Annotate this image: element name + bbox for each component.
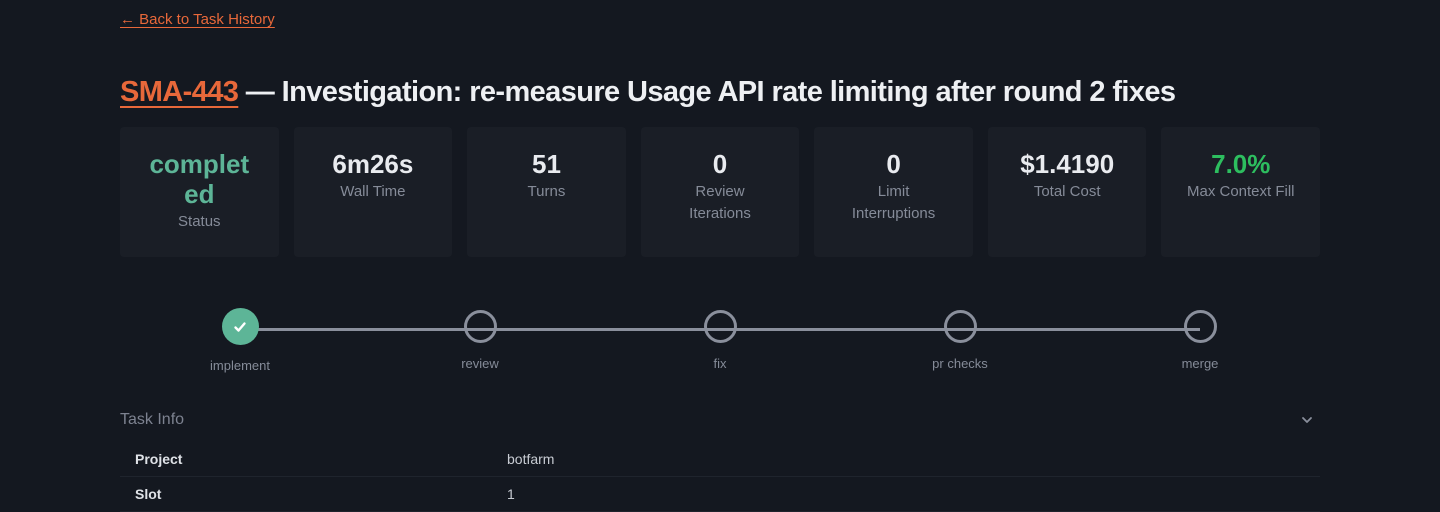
stat-label: Turns xyxy=(527,183,566,200)
step-review: review xyxy=(420,310,540,371)
stats-row: completed Status 6m26s Wall Time 51 Turn… xyxy=(120,127,1321,257)
step-fix: fix xyxy=(660,310,780,371)
title-separator: — xyxy=(238,76,282,108)
stat-card-wall-time: 6m26s Wall Time xyxy=(293,127,453,257)
stat-label: Review Iterations xyxy=(689,183,751,222)
limit-interruptions-value: 0 xyxy=(886,149,901,179)
table-row: Project botfarm xyxy=(120,442,1320,477)
step-circle-pending xyxy=(703,310,737,343)
info-key: Slot xyxy=(135,486,162,502)
step-label: pr checks xyxy=(932,356,988,371)
step-label: fix xyxy=(713,356,727,371)
stat-card-status: completed Status xyxy=(120,127,279,257)
stat-label: Total Cost xyxy=(1033,183,1101,200)
stat-card-limit-interruptions: 0 Limit Interruptions xyxy=(814,127,973,257)
task-info-title: Task Info xyxy=(120,411,185,428)
stat-card-total-cost: $1.4190 Total Cost xyxy=(987,127,1147,257)
step-circle-done xyxy=(221,308,259,345)
task-info-header[interactable]: Task Info xyxy=(120,408,1320,432)
status-value: completed xyxy=(149,149,250,209)
info-value: 1 xyxy=(507,486,515,502)
max-context-fill-value: 7.0% xyxy=(1211,149,1271,179)
step-label: implement xyxy=(210,358,270,373)
turns-value: 51 xyxy=(531,149,561,179)
review-iterations-value: 0 xyxy=(712,149,728,179)
task-info-table: Project botfarm Slot 1 xyxy=(120,442,1320,512)
step-circle-pending xyxy=(1183,310,1217,343)
pipeline-stepper: implement review fix pr checks merge xyxy=(120,308,1320,380)
step-label: merge xyxy=(1181,356,1219,371)
stat-label: Wall Time xyxy=(340,183,406,200)
stat-label: Limit Interruptions xyxy=(851,183,936,222)
step-label: review xyxy=(461,356,499,371)
info-key: Project xyxy=(135,451,183,467)
step-circle-pending xyxy=(463,310,497,343)
info-value: botfarm xyxy=(507,451,555,467)
back-to-task-history-link[interactable]: ← Back to Task History xyxy=(120,11,275,28)
stat-label: Status xyxy=(178,213,221,230)
step-merge: merge xyxy=(1140,310,1260,371)
step-implement: implement xyxy=(180,308,300,373)
stat-card-review-iterations: 0 Review Iterations xyxy=(640,127,800,257)
wall-time-value: 6m26s xyxy=(332,149,414,179)
checkmark-icon xyxy=(234,321,246,332)
task-title: Investigation: re-measure Usage API rate… xyxy=(281,76,1176,108)
table-row: Slot 1 xyxy=(120,477,1320,512)
chevron-down-icon[interactable] xyxy=(1300,415,1314,425)
page-title: SMA-443 — Investigation: re-measure Usag… xyxy=(120,76,1176,109)
stat-label: Max Context Fill xyxy=(1186,183,1295,200)
stat-card-max-context-fill: 7.0% Max Context Fill xyxy=(1161,127,1321,257)
task-id-link[interactable]: SMA-443 xyxy=(120,76,239,108)
step-circle-pending xyxy=(943,310,977,343)
step-pr-checks: pr checks xyxy=(900,310,1020,371)
stat-card-turns: 51 Turns xyxy=(467,127,626,257)
total-cost-value: $1.4190 xyxy=(1020,149,1115,179)
